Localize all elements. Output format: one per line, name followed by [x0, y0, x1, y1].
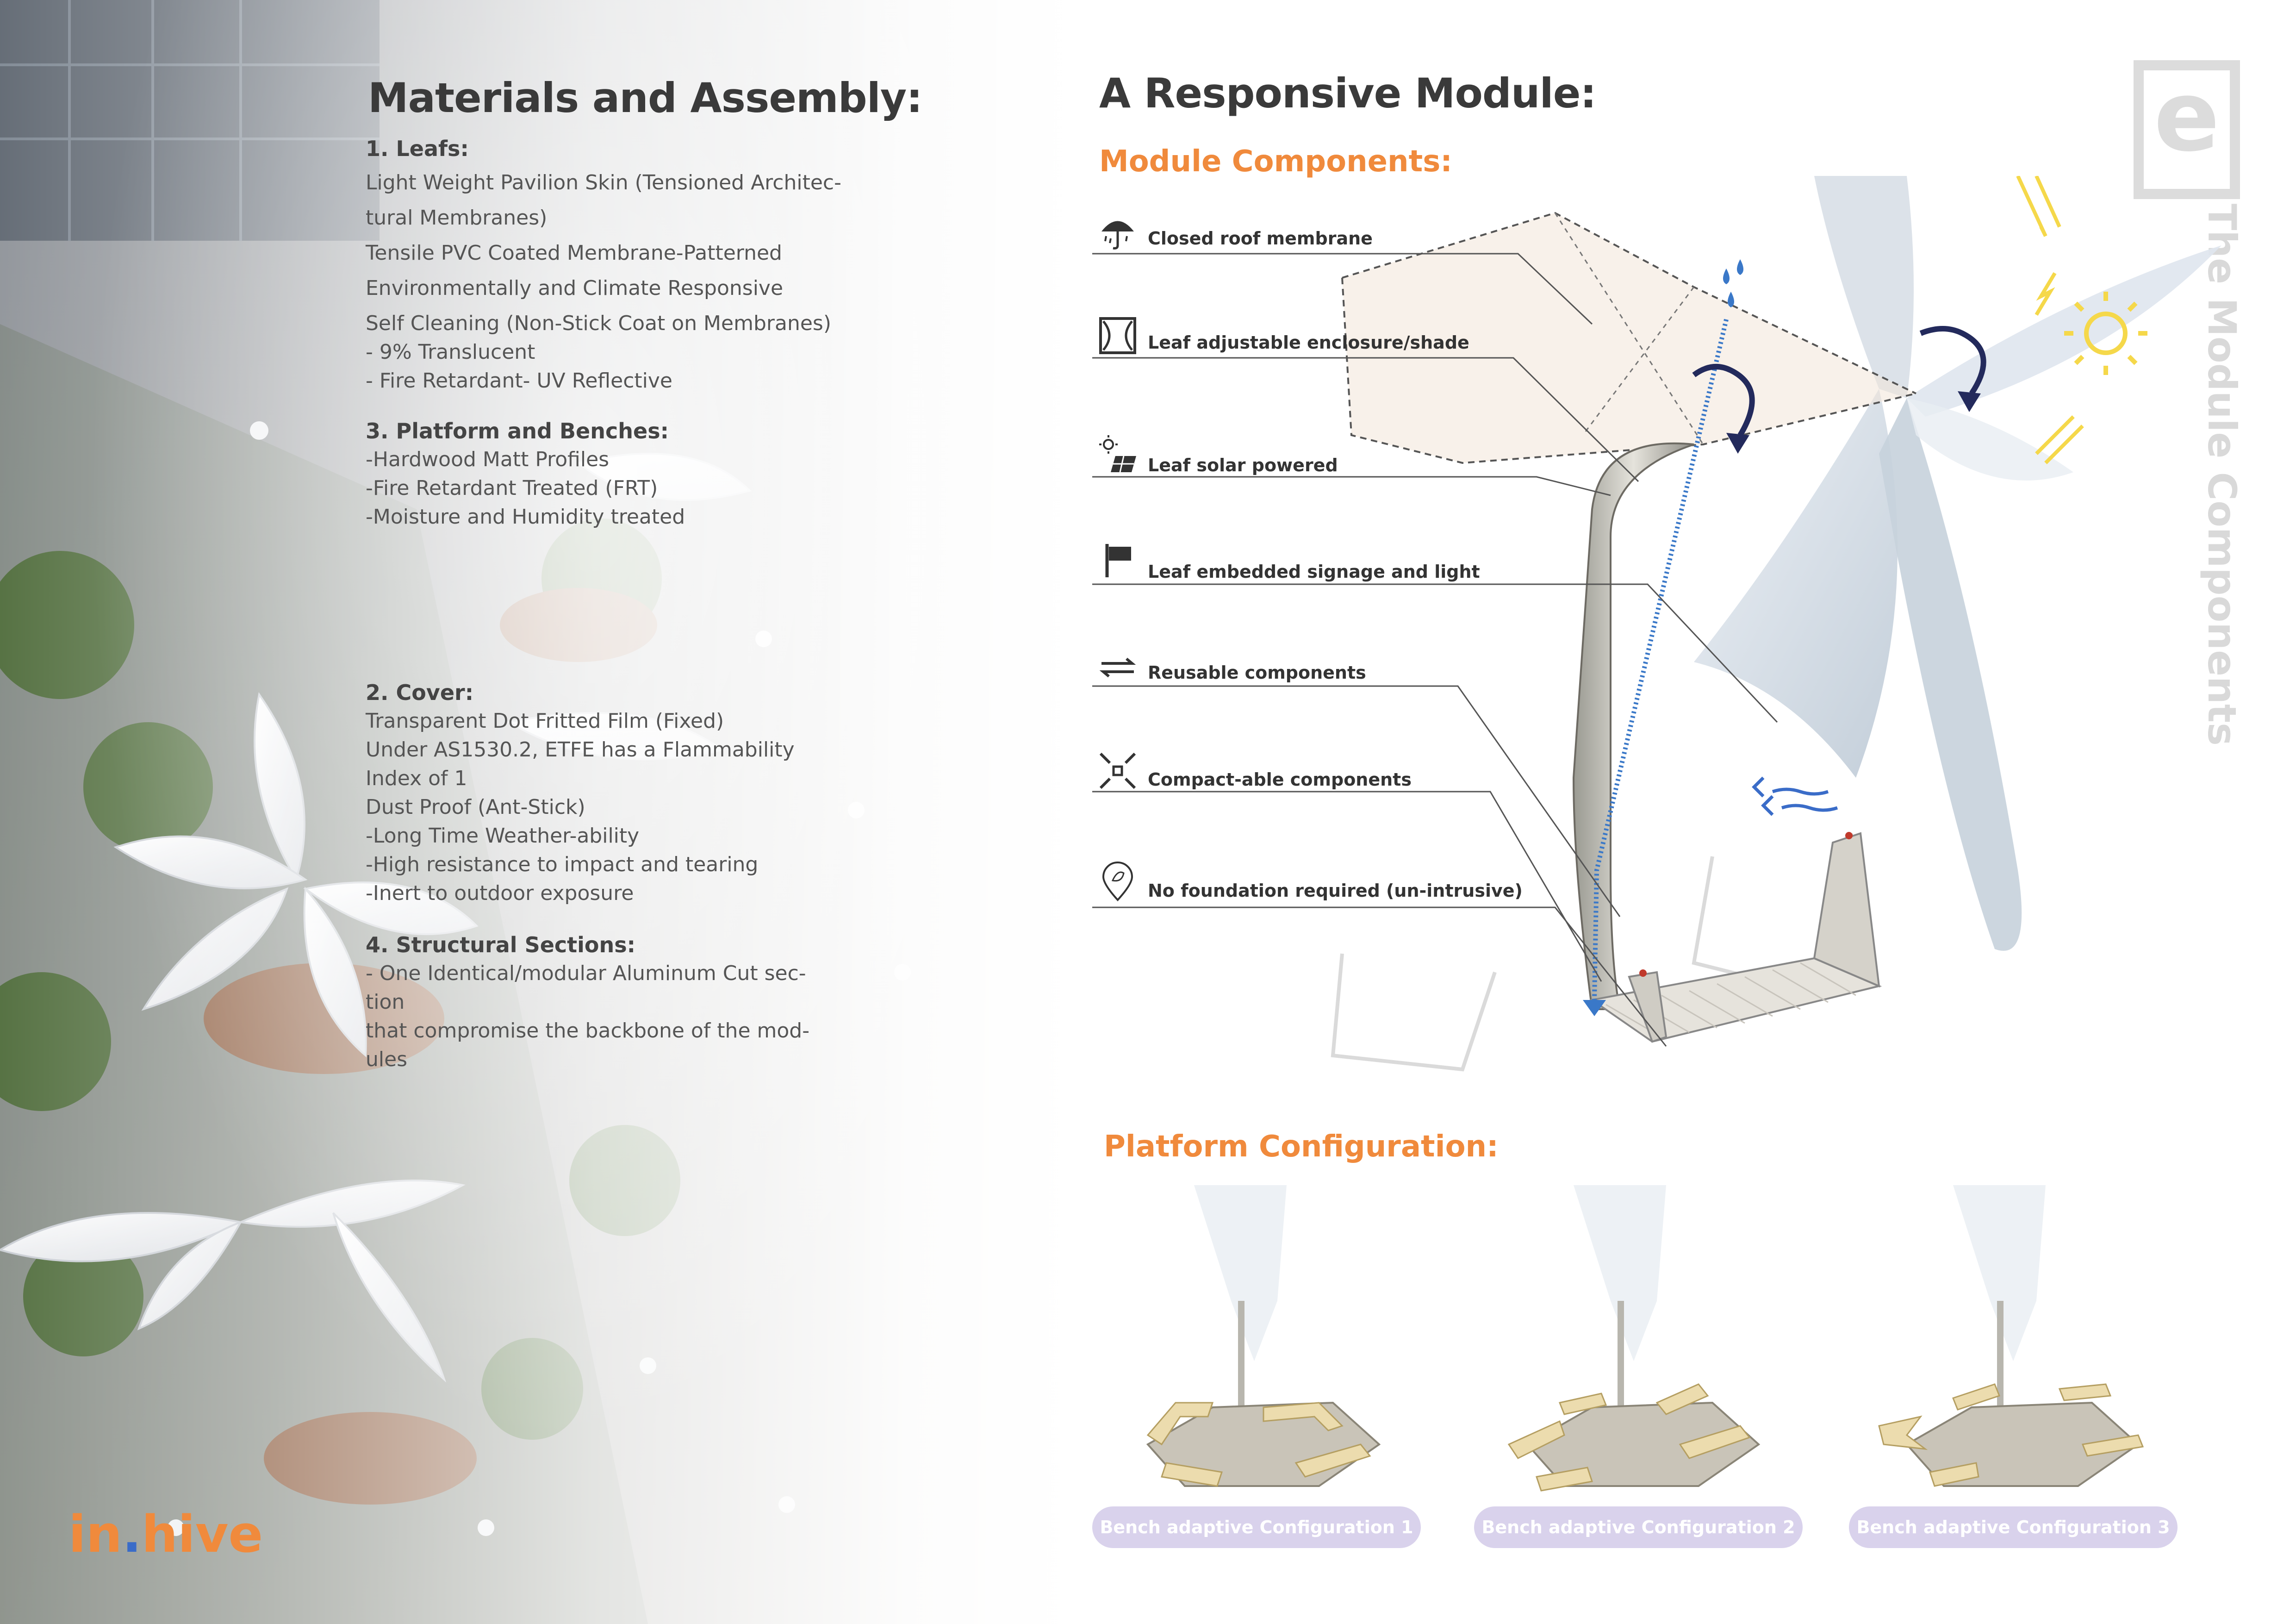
- leaf-shade-group: [1694, 176, 2221, 951]
- logo-part-hive: hive: [141, 1505, 263, 1564]
- section-line: tural Membranes): [366, 206, 548, 230]
- section-line: Transparent Dot Fritted Film (Fixed): [366, 709, 724, 733]
- section-line: that compromise the backbone of the mod-: [366, 1019, 810, 1043]
- component-row: Leaf embedded signage and light: [1097, 539, 1480, 583]
- leaf-shape: [1907, 398, 2073, 481]
- component-row: Leaf adjustable enclosure/shade: [1097, 315, 1469, 358]
- rain-drops-icon: [1723, 259, 1743, 307]
- platform-configuration-heading: Platform Configuration:: [1104, 1130, 1499, 1164]
- section-heading: 1. Leafs:: [366, 136, 469, 161]
- logo-part-in: in: [68, 1505, 123, 1564]
- solar-panel-icon: [1099, 435, 1136, 473]
- section-line: -Inert to outdoor exposure: [366, 881, 634, 905]
- module-diagram: [1092, 176, 2221, 1072]
- down-arrow-icon: [1583, 1000, 1606, 1016]
- component-label: Compact-able components: [1148, 769, 1412, 790]
- signage-flag-icon: [1105, 544, 1131, 577]
- section-line: Light Weight Pavilion Skin (Tensioned Ar…: [366, 171, 841, 194]
- component-row: Compact-able components: [1097, 750, 1412, 793]
- section-line: Under AS1530.2, ETFE has a Flammability: [366, 738, 795, 762]
- module-components-heading: Module Components:: [1099, 144, 1452, 179]
- location-leaf-icon: [1102, 862, 1133, 901]
- section-structural: 4. Structural Sections: - One Identical/…: [366, 931, 967, 1074]
- component-label: Leaf adjustable enclosure/shade: [1148, 332, 1469, 353]
- section-line: -Moisture and Humidity treated: [366, 505, 685, 529]
- compact-arrows-icon: [1099, 752, 1136, 789]
- config-1-label: Bench adaptive Configuration 1: [1092, 1506, 1421, 1548]
- section-platform: 3. Platform and Benches: -Hardwood Matt …: [366, 417, 967, 531]
- component-label: Closed roof membrane: [1148, 228, 1373, 249]
- sun-rays-icon: [2016, 176, 2084, 464]
- section-line: tion: [366, 990, 405, 1014]
- wind-icon: [1752, 776, 1838, 816]
- bench-configurations-illustration: [1146, 1185, 2144, 1492]
- rotation-arrows-icon: [1692, 326, 1986, 437]
- section-line: - Fire Retardant- UV Reflective: [366, 369, 672, 393]
- platform-deck: [1589, 832, 1882, 1043]
- component-label: No foundation required (un-intrusive): [1148, 881, 1523, 901]
- logo-dot: .: [122, 1505, 142, 1564]
- section-line: - 9% Translucent: [366, 340, 535, 364]
- reuse-arrows-icon: [1099, 657, 1136, 678]
- component-row: Closed roof membrane: [1097, 211, 1373, 254]
- render-glow-overlay: [0, 0, 1078, 1624]
- section-line: -Hardwood Matt Profiles: [366, 448, 610, 471]
- component-label: Leaf solar powered: [1148, 455, 1338, 475]
- section-cover: 2. Cover: Transparent Dot Fritted Film (…: [366, 678, 967, 908]
- section-heading: 2. Cover:: [366, 680, 474, 705]
- leaf-shape: [1694, 389, 1898, 778]
- section-heading: 4. Structural Sections:: [366, 932, 636, 957]
- inhive-logo: in.hive: [68, 1505, 263, 1564]
- component-label: Leaf embedded signage and light: [1148, 562, 1480, 582]
- config-2-label: Bench adaptive Configuration 2: [1474, 1506, 1803, 1548]
- curtain-window-icon: [1099, 317, 1136, 354]
- section-heading: 3. Platform and Benches:: [366, 418, 669, 443]
- section-line: Self Cleaning (Non-Stick Coat on Membran…: [366, 312, 831, 335]
- section-leafs: 1. Leafs: Light Weight Pavilion Skin (Te…: [366, 134, 967, 395]
- component-label: Reusable components: [1148, 662, 1366, 683]
- config-2-illustration: [1507, 1185, 1761, 1492]
- e-logo: e: [2134, 60, 2240, 199]
- component-row: No foundation required (un-intrusive): [1097, 861, 1523, 905]
- structural-stem: [1572, 442, 1694, 1010]
- config-1-illustration: [1146, 1185, 1381, 1487]
- umbrella-rain-icon: [1101, 221, 1134, 250]
- section-line: -High resistance to impact and tearing: [366, 853, 759, 876]
- section-line: Index of 1: [366, 767, 467, 790]
- section-line: Environmentally and Climate Responsive: [366, 276, 784, 300]
- rainwater-path: [1592, 319, 1729, 1000]
- logo-letter: e: [2153, 60, 2220, 173]
- section-line: - One Identical/modular Aluminum Cut sec…: [366, 962, 806, 985]
- component-row: Leaf solar powered: [1097, 433, 1338, 476]
- leaf-shape: [1814, 176, 1914, 398]
- sun-icon: [2064, 292, 2147, 375]
- section-line: Tensile PVC Coated Membrane-Patterned: [366, 241, 782, 265]
- section-line: -Fire Retardant Treated (FRT): [366, 476, 658, 500]
- section-line: Dust Proof (Ant-Stick): [366, 795, 585, 819]
- component-row: Reusable components: [1097, 646, 1366, 689]
- section-line: ules: [366, 1048, 408, 1071]
- config-3-illustration: [1878, 1185, 2144, 1487]
- roof-membrane: [1341, 212, 1916, 464]
- leaf-shape: [1879, 398, 2022, 951]
- materials-title: Materials and Assembly:: [368, 74, 922, 122]
- leader-lines: [1092, 253, 1778, 1047]
- section-line: -Long Time Weather-ability: [366, 824, 640, 848]
- module-title: A Responsive Module:: [1099, 69, 1597, 117]
- config-3-label: Bench adaptive Configuration 3: [1849, 1506, 2178, 1548]
